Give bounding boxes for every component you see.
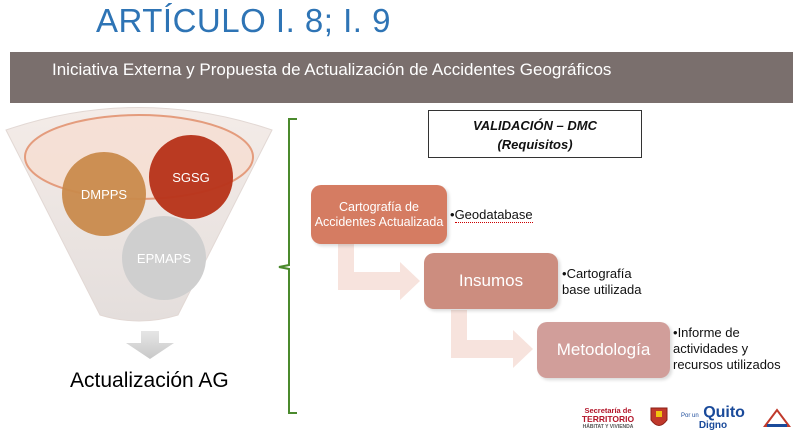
step-cartografia-label: Cartografía de Accidentes Actualizada: [314, 199, 444, 229]
bicentenario-icon: [763, 408, 791, 427]
dmpps-circle: [62, 152, 146, 236]
epmaps-circle: [122, 216, 206, 300]
bullet-icon: •: [450, 207, 455, 222]
step-cartografia: Cartografía de Accidentes Actualizada: [311, 185, 447, 244]
logo-quito-suffix: Digno: [698, 420, 728, 431]
footer-logos: Secretaría de TERRITORIO HÁBITAT Y VIVIE…: [578, 404, 793, 432]
brace-icon: [278, 118, 297, 414]
logo-quito-word: Quito: [703, 404, 745, 421]
note-informe-text: Informe de actividades y recursos utiliz…: [673, 325, 781, 372]
step-insumos-label: Insumos: [458, 271, 524, 290]
note-geodatabase-text: Geodatabase: [454, 207, 533, 223]
step-metodologia: Metodología: [537, 322, 670, 378]
logo-secretaria-line3: HÁBITAT Y VIVIENDA: [582, 424, 634, 430]
logo-secretaria-line1: Secretaría de: [584, 406, 632, 415]
logo-secretaria: Secretaría de TERRITORIO HÁBITAT Y VIVIE…: [578, 407, 638, 431]
validation-title: VALIDACIÓN – DMC: [473, 118, 597, 133]
circle-label-sgsg: SGSG: [172, 170, 210, 185]
circle-label-dmpps: DMPPS: [80, 187, 128, 202]
logo-quito-prefix: Por un: [681, 413, 699, 419]
logo-quito: Por un Quito Digno: [678, 404, 748, 431]
header-banner: [10, 52, 793, 103]
note-informe: •Informe de actividades y recursos utili…: [673, 325, 793, 373]
bullet-icon: •: [673, 325, 678, 340]
funnel-diagram: [5, 107, 273, 359]
validation-subtitle: (Requisitos): [497, 137, 573, 152]
sgsg-circle: [149, 135, 233, 219]
circle-label-epmaps: EPMAPS: [136, 251, 192, 266]
note-geodatabase: •Geodatabase: [450, 207, 533, 223]
note-cartografia-base-text: Cartografía base utilizada: [562, 266, 642, 297]
note-cartografia-base: •Cartografía base utilizada: [562, 266, 662, 298]
down-arrow-icon: [126, 331, 174, 359]
connector-arrow-2: [451, 310, 533, 368]
step-metodologia-label: Metodología: [556, 340, 651, 359]
banner-text: Iniciativa Externa y Propuesta de Actual…: [52, 60, 612, 79]
connector-arrow-1: [338, 244, 420, 300]
result-label: Actualización AG: [70, 369, 229, 392]
logo-secretaria-line2: TERRITORIO: [581, 414, 635, 424]
step-connectors: [338, 244, 533, 368]
step-insumos: Insumos: [424, 253, 558, 309]
bullet-icon: •: [562, 266, 567, 281]
page-title: ARTÍCULO I. 8; I. 9: [96, 2, 391, 39]
coat-of-arms-icon: [650, 407, 668, 426]
validation-box: VALIDACIÓN – DMC (Requisitos): [428, 110, 642, 158]
